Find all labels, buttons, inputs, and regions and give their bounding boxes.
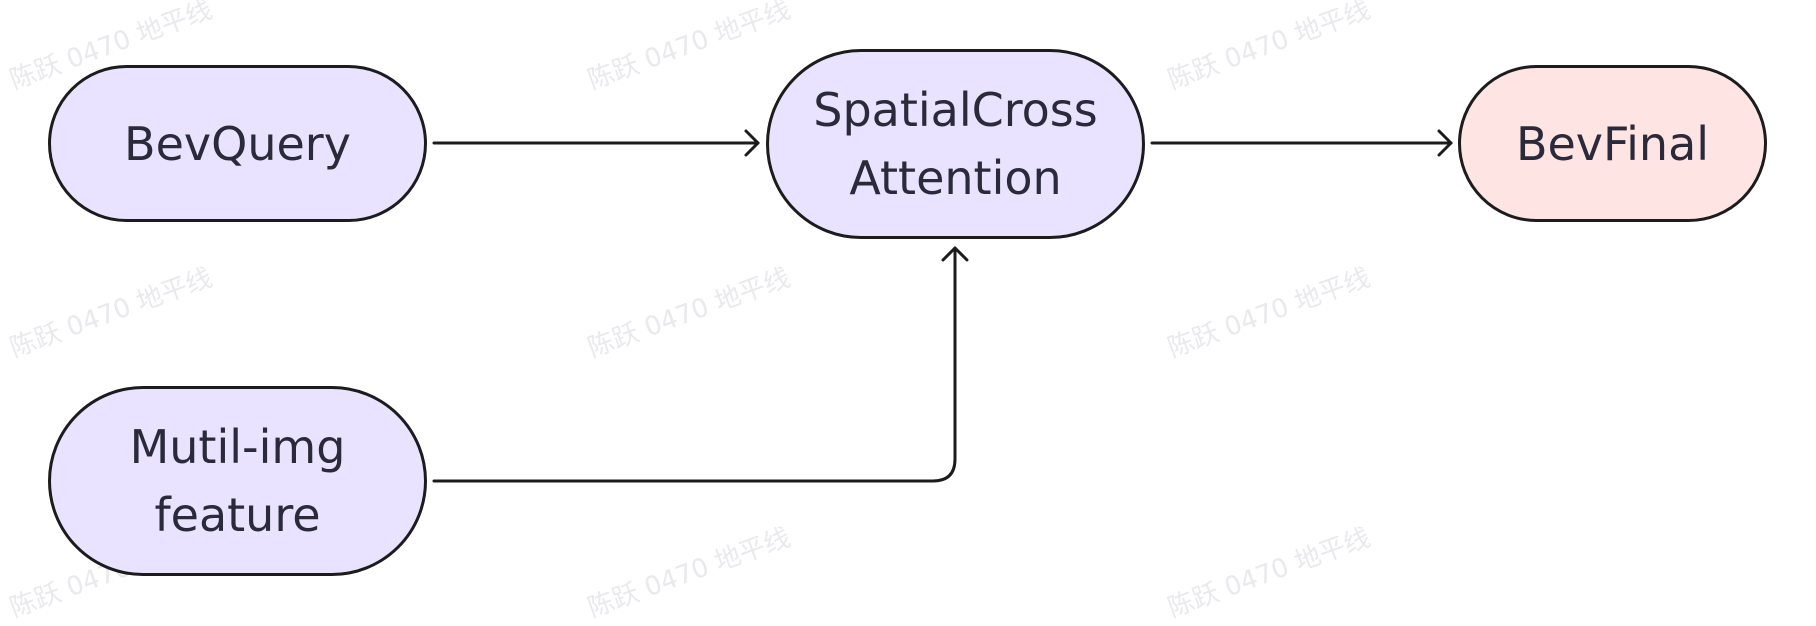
node-bevfinal[interactable]: BevFinal — [1458, 65, 1767, 222]
arrowhead-icon — [744, 129, 760, 157]
node-label-line1: Mutil-img — [129, 420, 346, 474]
node-label-line1: SpatialCross — [813, 83, 1098, 137]
node-spatialcrossattention[interactable]: SpatialCross Attention — [766, 49, 1145, 239]
edge-multiimgfeature-to-spatialcrossattention — [432, 246, 969, 483]
node-label-line2: feature — [154, 488, 321, 542]
arrowhead-icon — [941, 246, 969, 262]
edge-spatialcrossattention-to-bevfinal — [1150, 129, 1453, 157]
edge-bevquery-to-spatialcrossattention — [432, 129, 760, 157]
node-bevquery[interactable]: BevQuery — [48, 65, 427, 222]
arrowhead-icon — [1437, 129, 1453, 157]
node-multiimgfeature[interactable]: Mutil-img feature — [48, 386, 427, 576]
edge-line — [432, 246, 957, 483]
node-label-line2: Attention — [849, 151, 1062, 205]
node-label: BevQuery — [124, 116, 351, 171]
node-label: BevFinal — [1515, 116, 1710, 171]
